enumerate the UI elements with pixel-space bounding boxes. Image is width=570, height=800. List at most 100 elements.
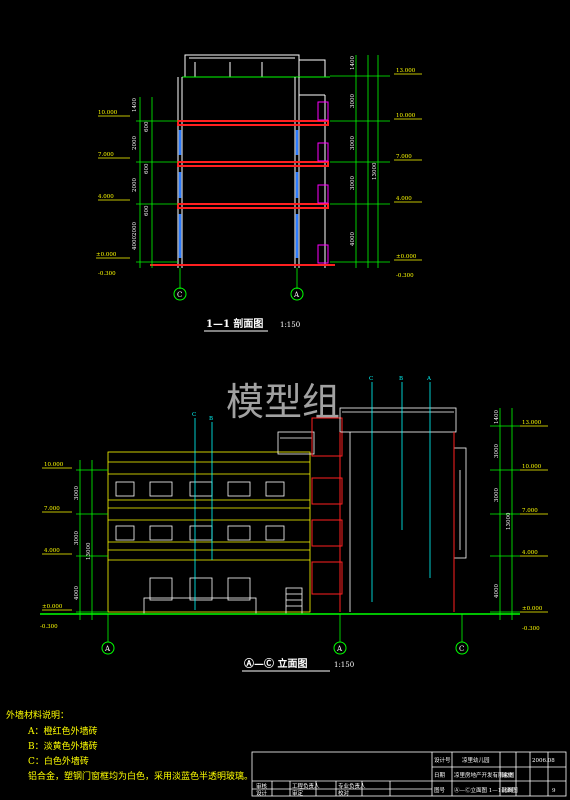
section-glazing	[178, 130, 299, 258]
dim-text: 600	[144, 163, 150, 174]
section-left-dim-text: 1400 2000 600 2000 600 2000 600 4000	[132, 98, 150, 250]
level-label: -0.300	[396, 273, 414, 279]
dim-text: 4000	[494, 584, 500, 598]
tb-label: 比例	[502, 786, 514, 794]
elevation-scale: 1:150	[334, 661, 354, 669]
elevation-axis-label: A	[104, 645, 111, 653]
tb-label: 设计号	[434, 756, 451, 764]
axis-bubble-c-right	[455, 641, 469, 655]
elevation-left-dim-text: 3000 3000 13000 4000	[74, 486, 92, 600]
dim-text: 13000	[372, 162, 378, 180]
level-label: ±0.000	[396, 254, 417, 260]
tb-label: 图号	[434, 786, 446, 794]
dim-text: 4000	[74, 586, 80, 600]
material-notes: 外墙材料说明： A：橙红色外墙砖 B：淡黄色外墙砖 C：白色外墙砖 铝合金，塑钢…	[6, 709, 253, 782]
axis-bubble-a-mid	[333, 641, 347, 655]
section-scale: 1:150	[280, 321, 300, 329]
notes-extra: 铝合金，塑钢门窗框均为白色，采用淡蓝色半透明玻璃。	[28, 770, 253, 782]
elevation-side-bays	[311, 417, 343, 595]
notes-heading: 外墙材料说明：	[6, 709, 69, 721]
dim-text: 3000	[350, 136, 356, 150]
section-axis-a-label: A	[293, 291, 300, 299]
level-label: 10.000	[44, 462, 64, 468]
dim-text: 2000	[132, 136, 138, 150]
elevation-left-dims	[76, 460, 108, 620]
dim-text: 13000	[86, 542, 92, 560]
elevation-right-levels: 13.000 10.000 7.000 4.000 ±0.000 -0.300	[522, 420, 543, 632]
level-label: 4.000	[522, 550, 538, 556]
notes-item: B：淡黄色外墙砖	[28, 740, 98, 752]
level-label: -0.300	[40, 624, 58, 630]
section-right-dim-text: 1400 3000 3000 3000 13000 4000	[350, 56, 378, 246]
level-label: 10.000	[396, 113, 416, 119]
section-slabs	[150, 120, 335, 266]
callout-label: C	[369, 376, 373, 382]
dim-text: 1400	[132, 98, 138, 112]
notes-item: A：橙红色外墙砖	[27, 725, 98, 737]
tb-company: 凉里房地产开发有限公司	[454, 771, 515, 779]
level-label: 13.000	[522, 420, 542, 426]
callout-label: B	[209, 416, 213, 422]
tb-label: 审核	[256, 782, 268, 790]
watermark: 模型组	[226, 380, 340, 424]
dim-text: 1400	[350, 56, 356, 70]
section-drawing: C A 10.000 7.000 4.000 ±0.000 -0.300 140…	[96, 54, 422, 332]
section-left-levels: 10.000 7.000 4.000 ±0.000 -0.300	[96, 110, 118, 277]
section-title: 1—1 剖面图	[206, 317, 263, 330]
tb-label: 工程负责人	[292, 782, 320, 790]
level-label: 7.000	[44, 506, 60, 512]
callout-label: A	[426, 376, 432, 382]
tb-drawing-name: Ⓐ—Ⓒ立面图 1—1剖面图	[454, 786, 518, 794]
level-label: ±0.000	[522, 606, 543, 612]
elevation-main-block	[107, 451, 311, 613]
dim-text: 600	[144, 121, 150, 132]
dim-text: 3000	[350, 176, 356, 190]
dim-text: 3000	[494, 444, 500, 458]
dim-text: 1400	[494, 410, 500, 424]
elevation-title: Ⓐ—Ⓒ 立面图	[244, 657, 307, 670]
level-label: 7.000	[522, 508, 538, 514]
section-axis-lines	[179, 268, 298, 289]
dim-text: 4000	[132, 236, 138, 250]
tb-value: 2006.08	[532, 758, 555, 764]
callout-label: C	[192, 412, 196, 418]
level-label: -0.300	[522, 626, 540, 632]
section-roof	[182, 54, 330, 78]
dim-text: 3000	[74, 531, 80, 545]
section-right-levels: 13.000 10.000 7.000 4.000 ±0.000 -0.300	[396, 68, 417, 279]
axis-bubble-c	[173, 287, 187, 301]
elevation-right-dims	[490, 408, 520, 620]
tb-label: 专业负责人	[338, 782, 366, 790]
elevation-right-dim-text: 1400 3000 3000 13000 4000	[494, 410, 512, 598]
elevation-podium	[143, 597, 257, 615]
level-label: 4.000	[44, 548, 60, 554]
section-balconies	[317, 101, 329, 264]
tb-label: 日期	[434, 772, 446, 779]
level-label: ±0.000	[42, 604, 63, 610]
elevation-right-edges	[339, 432, 455, 612]
level-label: ±0.000	[96, 252, 117, 258]
level-label: 7.000	[396, 154, 412, 160]
elevation-drawing: C B C B A 10.000 7.000	[40, 376, 548, 672]
title-block	[251, 751, 567, 797]
level-label: 7.000	[98, 152, 114, 158]
elevation-axis-label: C	[459, 645, 464, 653]
axis-bubble-a-left	[101, 641, 115, 655]
level-label: 13.000	[396, 68, 416, 74]
dim-text: 600	[144, 205, 150, 216]
tb-project: 凉里幼儿园	[462, 756, 490, 764]
dim-text: 2000	[132, 222, 138, 236]
elevation-windows	[115, 481, 285, 601]
elevation-right-wing	[339, 407, 467, 612]
level-label: -0.300	[98, 271, 116, 277]
dim-text: 3000	[494, 488, 500, 502]
level-label: 10.000	[522, 464, 542, 470]
level-label: 4.000	[396, 196, 412, 202]
section-left-dims	[136, 97, 178, 268]
level-label: 4.000	[98, 194, 114, 200]
dim-text: 13000	[506, 512, 512, 530]
elevation-callouts	[194, 382, 431, 610]
dim-text: 3000	[74, 486, 80, 500]
title-block-text: 凉里幼儿园 凉里房地产开发有限公司 Ⓐ—Ⓒ立面图 1—1剖面图 审核 设计 工程…	[256, 756, 556, 797]
